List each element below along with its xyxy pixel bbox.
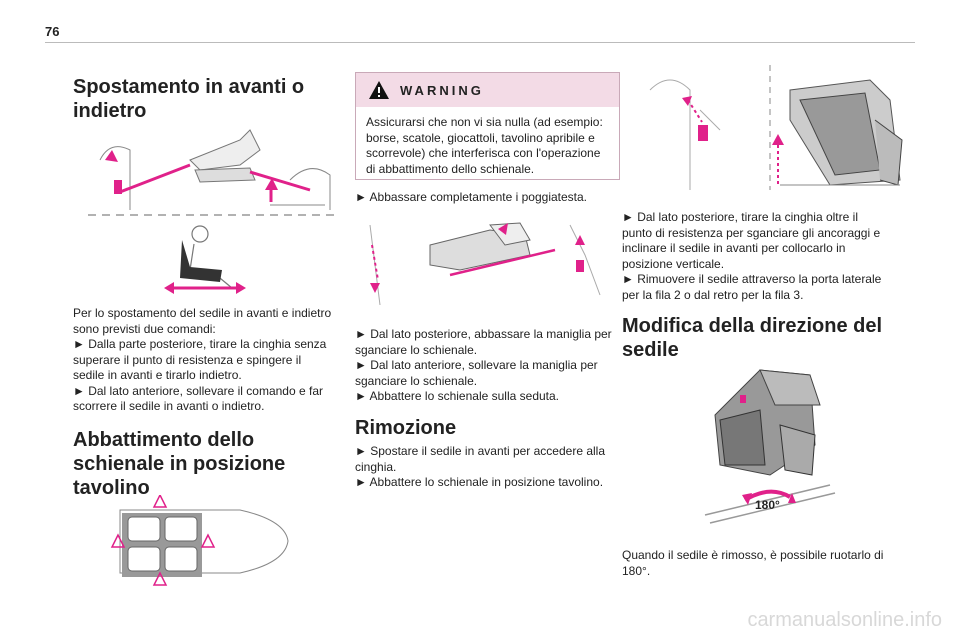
instruction-step: ► Dal lato anteriore, sollevare il coman… [73, 383, 323, 414]
section-title-forward-back: Spostamento in avanti o indietro [73, 76, 305, 122]
seat-rotation-illustration [704, 369, 836, 524]
instruction-step: ► Dal lato posteriore, tirare la cinghia… [622, 210, 881, 271]
instruction-step: ► Rimuovere il sedile attraverso la port… [622, 272, 882, 302]
warning-icon [369, 81, 389, 99]
instruction-step: ► Abbassare completamente i poggiatesta. [355, 190, 588, 204]
seat-slide-illustration [99, 129, 331, 210]
warning-box: WARNING Assicurarsi che non vi sia nulla… [355, 72, 620, 180]
section-title-direction-change: Modifica della direzione del sedile [622, 315, 883, 361]
warning-label: WARNING [400, 82, 484, 98]
instruction-step: ► Spostare il sedile in avanti per acced… [355, 444, 606, 474]
caption-text: Quando il sedile è rimosso, è possibile … [622, 548, 884, 578]
dashed-divider [88, 214, 338, 216]
section-title-table-position: Abbattimento dello schienale in posizion… [73, 429, 286, 499]
seated-person-icon [164, 225, 246, 294]
instruction-step: ► Dal lato posteriore, abbassare la mani… [355, 327, 612, 357]
instruction-step: ► Dalla parte posteriore, tirare la cing… [73, 337, 327, 382]
headrest-lowering-illustration [369, 222, 601, 306]
warning-text: Assicurarsi che non vi sia nulla (ad ese… [366, 115, 603, 176]
header-divider [45, 42, 915, 43]
warning-header: WARNING [356, 73, 619, 107]
site-watermark: carmanualsonline.info [747, 609, 942, 631]
instruction-step: ► Abbattere lo schienale sulla seduta. [355, 389, 560, 403]
page-number: 76 [45, 24, 60, 39]
rotation-label: 180° [755, 498, 780, 512]
intro-text: Per lo spostamento del sedile in avanti … [73, 306, 332, 336]
instruction-step: ► Abbattere lo schienale in posizione ta… [355, 475, 604, 489]
section-title-removal: Rimozione [355, 417, 457, 439]
seats-top-view-illustration [110, 495, 289, 586]
seat-tilt-illustration [649, 65, 903, 190]
instruction-step: ► Dal lato anteriore, sollevare la manig… [355, 358, 598, 388]
